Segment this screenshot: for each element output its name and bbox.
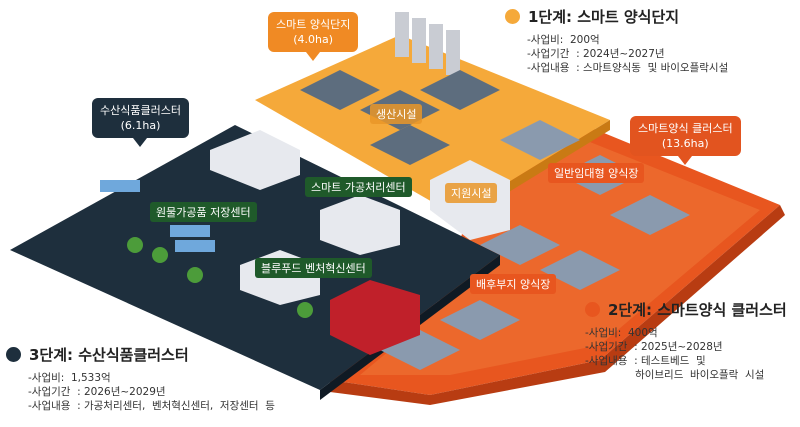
- seafood-cluster-callout: 수산식품클러스터 (6.1ha): [92, 98, 189, 147]
- silo-group: [395, 12, 460, 75]
- label-production: 생산시설: [370, 104, 423, 124]
- phase-title: 1단계: 스마트 양식단지: [528, 8, 680, 26]
- phase-title: 2단계: 스마트양식 클러스터: [608, 301, 787, 319]
- phase2-info: 2단계: 스마트양식 클러스터 -사업비: 400억 -사업기간 : 2025년…: [585, 299, 787, 382]
- phase-cost: -사업비: 200억: [527, 34, 600, 46]
- phase3-info: 3단계: 수산식품클러스터 -사업비: 1,533억 -사업기간 : 2026년…: [6, 344, 275, 413]
- label-processing: 스마트 가공처리센터: [305, 177, 412, 197]
- smart-cluster-callout: 스마트양식 클러스터 (13.6ha): [630, 116, 741, 165]
- phase-period: -사업기간 : 2026년~2029년: [28, 386, 166, 398]
- phase-content-cont: 하이브리드 바이오플락 시설: [585, 369, 765, 381]
- phase-content: -사업내용 : 테스트베드 및: [585, 355, 706, 367]
- callout-area: (6.1ha): [120, 119, 161, 132]
- callout-area: (4.0ha): [293, 33, 334, 46]
- phase1-dot-icon: [505, 9, 520, 24]
- callout-area: (13.6ha): [661, 137, 709, 150]
- phase3-dot-icon: [6, 347, 21, 362]
- trees: [127, 237, 313, 318]
- label-rental-farm: 일반임대형 양식장: [548, 163, 645, 183]
- phase1-info: 1단계: 스마트 양식단지 -사업비: 200억 -사업기간 : 2024년~2…: [505, 6, 728, 75]
- label-venture: 블루푸드 벤처혁신센터: [255, 258, 372, 278]
- phase-content: -사업내용 : 가공처리센터, 벤처혁신센터, 저장센터 등: [28, 400, 275, 412]
- callout-name: 스마트양식 클러스터: [638, 122, 733, 135]
- storage-tanks: [100, 180, 215, 252]
- smart-complex-callout: 스마트 양식단지 (4.0ha): [268, 12, 359, 61]
- phase-title: 3단계: 수산식품클러스터: [29, 346, 189, 364]
- label-storage: 원물가공품 저장센터: [150, 202, 257, 222]
- phase2-dot-icon: [585, 302, 600, 317]
- phase-cost: -사업비: 400억: [585, 327, 658, 339]
- label-support: 지원시설: [445, 183, 498, 203]
- phase-period: -사업기간 : 2024년~2027년: [527, 48, 665, 60]
- barn: [330, 280, 420, 355]
- production-buildings: [300, 70, 500, 165]
- callout-name: 스마트 양식단지: [276, 18, 351, 31]
- phase-cost: -사업비: 1,533억: [28, 372, 111, 384]
- callout-name: 수산식품클러스터: [100, 104, 181, 117]
- phase-period: -사업기간 : 2025년~2028년: [585, 341, 723, 353]
- phase-content: -사업내용 : 스마트양식동 및 바이오플락시설: [527, 62, 729, 74]
- label-backland-farm: 배후부지 양식장: [470, 274, 557, 294]
